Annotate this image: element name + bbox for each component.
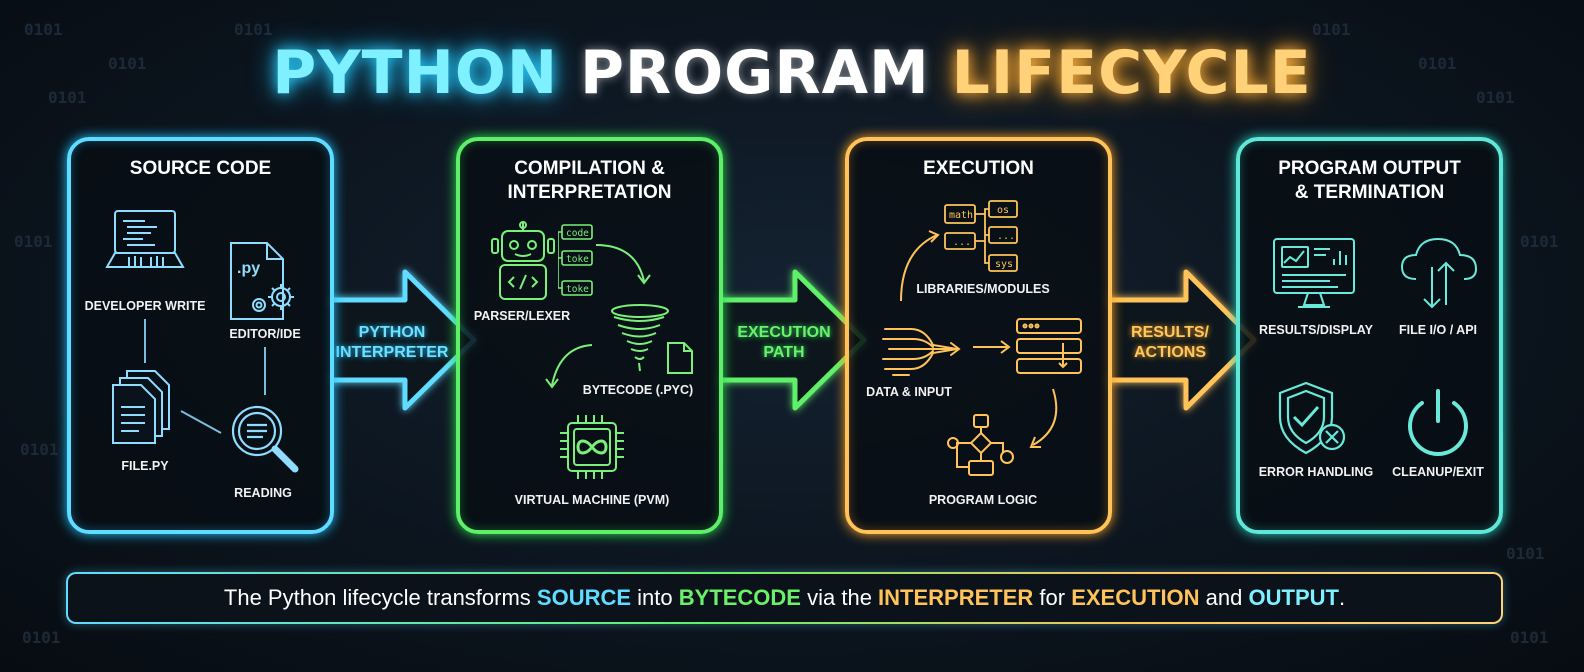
footer-keyword-interpreter: INTERPRETER bbox=[878, 585, 1034, 610]
modules-tree-icon: math os ... ... sys bbox=[944, 200, 1018, 272]
module-os: os bbox=[997, 205, 1009, 216]
label-reading: READING bbox=[234, 486, 292, 500]
title-lifecycle: LIFECYCLE bbox=[951, 38, 1312, 108]
program-logic-flowchart-icon bbox=[947, 414, 1014, 476]
file-stack-icon bbox=[112, 370, 170, 444]
cloud-transfer-icon bbox=[1400, 237, 1478, 309]
token-code: code bbox=[566, 228, 589, 239]
arrow-label-results: RESULTS/ ACTIONS bbox=[1131, 324, 1209, 361]
title-program: PROGRAM bbox=[579, 38, 930, 108]
label-cleanup-exit: CLEANUP/EXIT bbox=[1392, 465, 1484, 479]
title-python: PYTHON bbox=[272, 38, 559, 108]
footer-text: via the bbox=[801, 585, 879, 610]
label-developer-write: DEVELOPER WRITE bbox=[84, 299, 206, 313]
panel-execution: EXECUTION math os ... ... sys LIBRARIES/… bbox=[845, 137, 1112, 534]
bg-binary: 0101 bbox=[1418, 54, 1457, 73]
token-list-icon: code toke toke bbox=[558, 224, 593, 296]
panel-output: PROGRAM OUTPUT & TERMINATION RESULTS/DIS… bbox=[1236, 137, 1503, 534]
panel-title: SOURCE CODE bbox=[129, 158, 272, 179]
cpu-vm-icon bbox=[560, 415, 624, 479]
bg-binary: 0101 bbox=[24, 20, 63, 39]
bg-binary: 0101 bbox=[20, 440, 59, 459]
source-connectors bbox=[144, 319, 266, 434]
module-math: math bbox=[949, 210, 973, 221]
py-extension-text: .py bbox=[237, 260, 260, 277]
monitor-dashboard-icon bbox=[1273, 238, 1355, 308]
panel-source-code: SOURCE CODE DEVELOPER WRITE .py EDITOR/I… bbox=[67, 137, 334, 534]
label-parser-lexer: PARSER/LEXER bbox=[473, 309, 571, 323]
arrow-label-execution-path: EXECUTION PATH bbox=[737, 324, 831, 361]
footer-keyword-output: OUTPUT bbox=[1248, 585, 1339, 610]
bg-binary: 0101 bbox=[1476, 88, 1515, 107]
py-file-gear-icon: .py bbox=[230, 242, 294, 320]
bg-binary: 0101 bbox=[234, 20, 273, 39]
label-bytecode: BYTECODE (.PYC) bbox=[582, 383, 694, 397]
power-exit-icon bbox=[1408, 389, 1468, 456]
label-file-io-api: FILE I/O / API bbox=[1398, 323, 1478, 337]
footer-text: The Python lifecycle transforms bbox=[223, 585, 537, 610]
bg-binary: 0101 bbox=[22, 628, 61, 647]
magnifier-reading-icon bbox=[231, 405, 299, 473]
panel-title: PROGRAM OUTPUT & TERMINATION bbox=[1278, 158, 1461, 203]
token-toke-2: toke bbox=[566, 284, 589, 295]
bg-binary: 0101 bbox=[1506, 544, 1545, 563]
bg-binary: 0101 bbox=[1312, 20, 1351, 39]
execution-flow-arrows bbox=[900, 230, 1058, 448]
tornado-bytecode-icon bbox=[611, 304, 693, 374]
server-stack-icon bbox=[1016, 318, 1082, 374]
laptop-coding-icon bbox=[105, 210, 185, 268]
footer-text: for bbox=[1033, 585, 1072, 610]
page-title: PYTHON PROGRAM LIFECYCLE bbox=[0, 38, 1584, 108]
bg-binary: 0101 bbox=[108, 54, 147, 73]
panel-title: EXECUTION bbox=[923, 158, 1034, 179]
label-error-handling: ERROR HANDLING bbox=[1258, 465, 1374, 479]
footer-keyword-source: SOURCE bbox=[536, 585, 632, 610]
panel-title: COMPILATION & INTERPRETATION bbox=[507, 158, 672, 203]
label-file-py: FILE.PY bbox=[121, 459, 169, 473]
panel-compilation: COMPILATION & INTERPRETATION code toke t… bbox=[456, 137, 723, 534]
footer-text: into bbox=[631, 585, 679, 610]
bg-binary: 0101 bbox=[48, 88, 87, 107]
bg-binary: 0101 bbox=[1520, 232, 1559, 251]
label-virtual-machine: VIRTUAL MACHINE (PVM) bbox=[514, 493, 670, 507]
label-editor-ide: EDITOR/IDE bbox=[229, 327, 301, 341]
bg-binary: 0101 bbox=[1510, 628, 1549, 647]
module-ellipsis-1: ... bbox=[953, 237, 971, 248]
token-toke-1: toke bbox=[566, 254, 589, 265]
footer-text: and bbox=[1199, 585, 1249, 610]
label-results-display: RESULTS/DISPLAY bbox=[1259, 323, 1373, 337]
compilation-flow-arrows bbox=[545, 244, 651, 389]
label-data-input: DATA & INPUT bbox=[866, 385, 952, 399]
footer-keyword-bytecode: BYTECODE bbox=[678, 585, 801, 610]
label-libraries-modules: LIBRARIES/MODULES bbox=[916, 282, 1050, 296]
shield-error-icon bbox=[1278, 381, 1346, 455]
module-sys: sys bbox=[995, 259, 1013, 270]
footer-keyword-execution: EXECUTION bbox=[1071, 585, 1200, 610]
robot-parser-icon bbox=[491, 221, 555, 300]
data-input-streams-icon bbox=[882, 328, 961, 376]
summary-footer: The Python lifecycle transforms SOURCE i… bbox=[66, 572, 1503, 624]
arrow-label-interpreter: PYTHON INTERPRETER bbox=[335, 324, 449, 361]
footer-text: . bbox=[1338, 585, 1346, 610]
module-ellipsis-2: ... bbox=[997, 231, 1015, 242]
bg-binary: 0101 bbox=[14, 232, 53, 251]
label-program-logic: PROGRAM LOGIC bbox=[928, 493, 1038, 507]
